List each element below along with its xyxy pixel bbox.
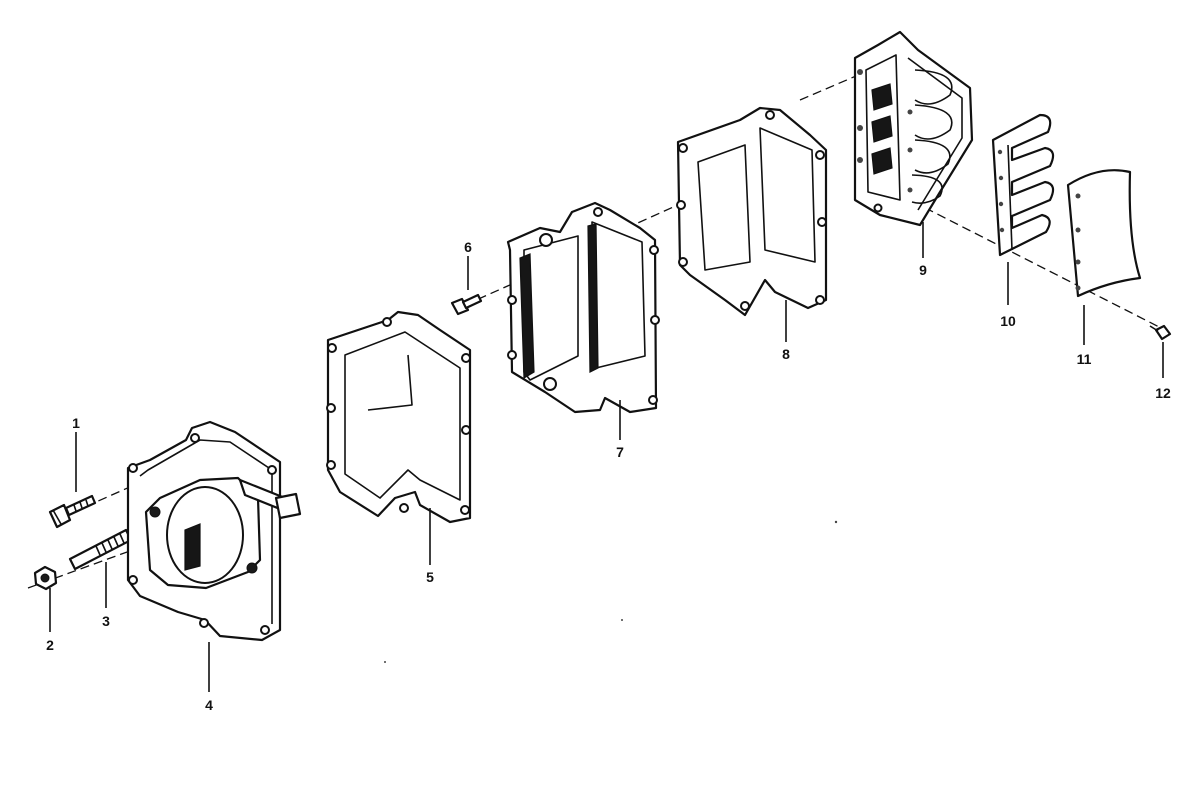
part-2-nut bbox=[33, 565, 58, 591]
part-5-gasket bbox=[326, 310, 472, 524]
part-4-reed-housing bbox=[126, 420, 302, 642]
callout-12: 12 bbox=[1155, 385, 1171, 401]
part-7-reed-plate bbox=[506, 201, 660, 414]
callout-8: 8 bbox=[782, 346, 790, 362]
callout-9: 9 bbox=[919, 262, 927, 278]
scan-specks bbox=[384, 520, 838, 663]
part-12-screw bbox=[1149, 324, 1172, 341]
part-10-reed-petals bbox=[991, 113, 1055, 257]
callout-5: 5 bbox=[426, 569, 434, 585]
callout-3: 3 bbox=[102, 613, 110, 629]
part-8-gasket bbox=[676, 106, 828, 317]
callout-6: 6 bbox=[464, 239, 472, 255]
part-3-stud bbox=[68, 528, 133, 571]
callout-10: 10 bbox=[1000, 313, 1016, 329]
callout-2: 2 bbox=[46, 637, 54, 653]
callout-11: 11 bbox=[1077, 351, 1092, 367]
part-11-reed-stop bbox=[1066, 169, 1142, 298]
callout-4: 4 bbox=[205, 697, 213, 713]
callout-labels: 1 2 3 4 5 6 7 8 9 10 11 12 bbox=[46, 239, 1171, 713]
part-9-reed-block bbox=[853, 30, 974, 227]
callout-7: 7 bbox=[616, 444, 624, 460]
part-6-screw bbox=[450, 293, 483, 316]
callout-1: 1 bbox=[72, 415, 80, 431]
part-1-screw bbox=[48, 494, 97, 529]
callout-leaders bbox=[49, 222, 1164, 692]
